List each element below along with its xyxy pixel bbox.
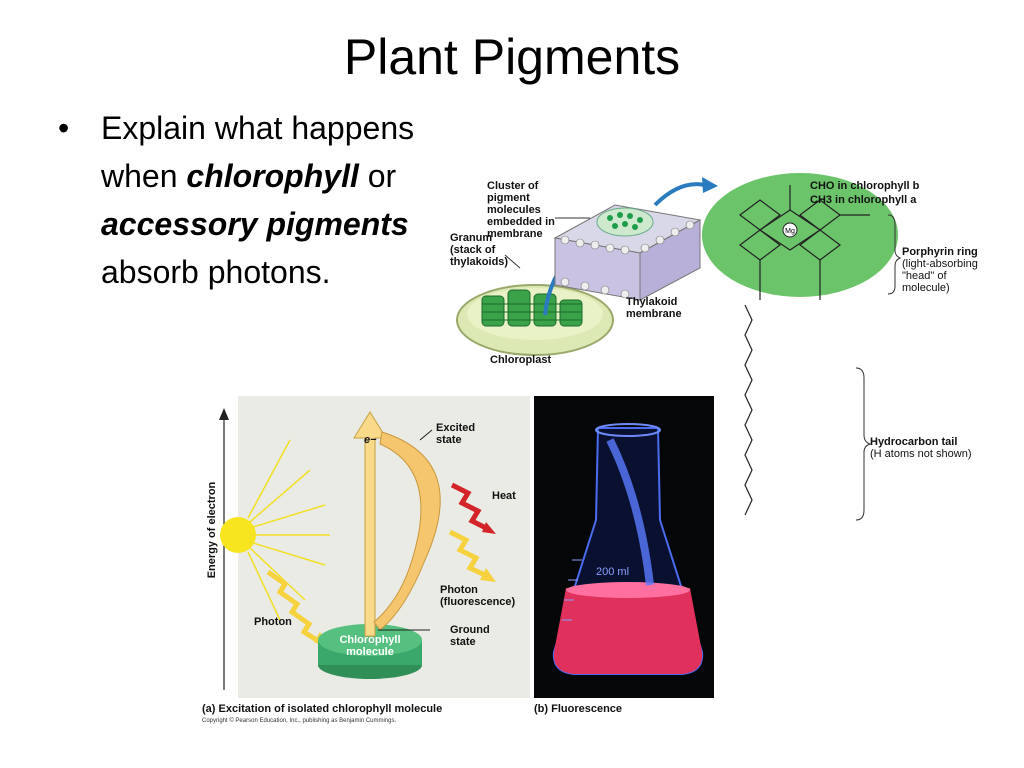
flask-volume-mark: 200 ml (596, 566, 630, 578)
label-chloroplast: Chloroplast (490, 354, 552, 366)
label-electron: e− (364, 434, 377, 446)
bullet-dot: • (58, 110, 70, 146)
label-granum: Granum (stack of thylakoids) (450, 232, 509, 268)
label-heat: Heat (492, 490, 516, 502)
magnesium-atom: Mg (785, 228, 795, 235)
label-chlorophyll-a: CH3 in chlorophyll a (810, 194, 917, 206)
label-chlorophyll-molecule: Chlorophyll molecule (339, 634, 401, 658)
bullet-text-part: or (367, 158, 397, 194)
label-hydrocarbon-tail: Hydrocarbon tail (870, 436, 958, 448)
label-chlorophyll-b: CHO in chlorophyll b (810, 180, 920, 192)
label-porphyrin-ring: Porphyrin ring (902, 246, 978, 258)
label-ground-state: Ground state (450, 624, 490, 648)
label-thylakoid-membrane: Thylakoid membrane (626, 296, 682, 320)
bullet-text-part: absorb photons. (101, 254, 331, 290)
term-chlorophyll: chlorophyll (186, 158, 359, 194)
label-pigment-cluster: Cluster of pigment molecules embedded in… (487, 180, 555, 240)
label-tail-description: (H atoms not shown) (870, 448, 972, 460)
label-photon-fluorescence: Photon (fluorescence) (440, 584, 516, 608)
slide-title: Plant Pigments (343, 29, 681, 85)
label-porphyrin-description: (light-absorbing "head" of molecule) (902, 258, 978, 294)
label-photon-incoming: Photon (254, 616, 292, 628)
bullet-text: Explain what happens when chlorophyll or… (101, 104, 471, 296)
caption-fluorescence: (b) Fluorescence (534, 703, 623, 715)
term-accessory-pigments: accessory pigments (101, 206, 409, 242)
bullet-text-part: Explain what happens when (101, 110, 415, 194)
label-excited-state: Excited state (436, 422, 476, 446)
caption-excitation: (a) Excitation of isolated chlorophyll m… (202, 703, 443, 715)
copyright-notice: Copyright © Pearson Education, Inc., pub… (202, 718, 397, 724)
